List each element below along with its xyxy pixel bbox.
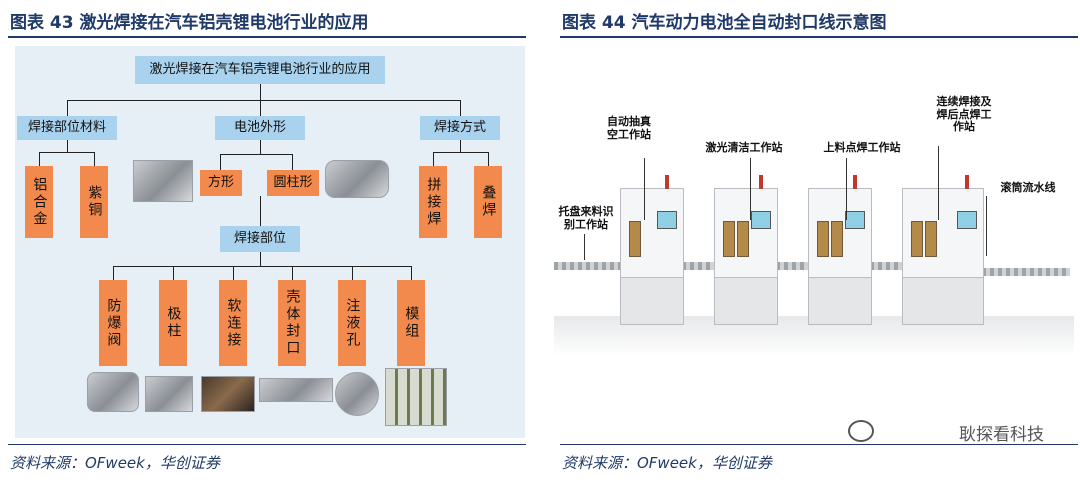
footer-rule (8, 444, 526, 445)
spot-weld-station (808, 175, 872, 325)
connector (260, 100, 261, 116)
connector (39, 152, 40, 166)
connector (292, 266, 293, 280)
connector (260, 84, 261, 100)
title-rule (560, 36, 1078, 38)
node-battery-shape: 电池外形 (215, 116, 305, 140)
connector (39, 152, 94, 153)
node-weld-method: 焊接方式 (420, 116, 500, 140)
callout-vacuum: 自动抽真空工作站 (607, 115, 651, 141)
callout-line (846, 158, 847, 220)
source-note: 资料来源：OFweek，华创证券 (562, 454, 772, 472)
node-lap-weld: 叠焊 (474, 166, 502, 238)
source-note: 资料来源：OFweek，华创证券 (10, 454, 220, 472)
cylindrical-cell-photo (325, 160, 389, 198)
node-explosion-valve: 防爆阀 (99, 280, 127, 366)
connector (220, 154, 292, 155)
connector (113, 266, 114, 280)
conveyor-segment (870, 262, 904, 270)
connector (460, 140, 461, 152)
callout-laser-clean: 激光清洁工作站 (705, 141, 783, 154)
connector (113, 266, 411, 267)
laser-clean-station (714, 175, 778, 325)
callout-line (750, 158, 751, 220)
application-diagram: 激光焊接在汽车铝壳锂电池行业的应用 焊接部位材料 电池外形 焊接方式 铝合金 紫… (15, 46, 525, 438)
connector (67, 100, 460, 101)
node-copper: 紫铜 (80, 166, 108, 238)
connector (67, 140, 68, 152)
callout-continuous-weld: 连续焊接及焊后点焊工作站 (936, 95, 992, 134)
terminal-post-photo (145, 376, 193, 412)
figure-43-title: 图表 43 激光焊接在汽车铝壳锂电池行业的应用 (10, 13, 369, 33)
sealing-line-illustration: 自动抽真空工作站 激光清洁工作站 上料点焊工作站 连续焊接及焊后点焊工作站 滚筒… (554, 46, 1074, 438)
wechat-icon (848, 420, 874, 442)
connector (94, 152, 95, 166)
conveyor-segment (682, 262, 716, 270)
callout-line (938, 146, 939, 220)
footer-rule (560, 444, 1078, 445)
callout-tray-station: 托盘来料识别工作站 (558, 205, 614, 231)
node-butt-weld: 拼接焊 (419, 166, 447, 238)
explosion-valve-photo (87, 372, 139, 412)
figure-44-title: 图表 44 汽车动力电池全自动封口线示意图 (562, 13, 887, 33)
connector (233, 266, 234, 280)
connector (433, 152, 434, 166)
node-module: 模组 (397, 280, 425, 366)
callout-roller-line: 滚筒流水线 (1000, 181, 1056, 194)
title-rule (8, 36, 526, 38)
connector (411, 266, 412, 280)
node-injection-hole: 注液孔 (338, 280, 366, 366)
connector (260, 140, 261, 154)
connector (460, 100, 461, 116)
watermark: 耿探看科技 (959, 425, 1044, 445)
callout-spot-weld: 上料点焊工作站 (823, 141, 901, 154)
node-weld-material: 焊接部位材料 (17, 116, 117, 140)
connector (433, 152, 488, 153)
connector (260, 252, 261, 266)
prismatic-cell-photo (133, 160, 193, 202)
node-aluminum-alloy: 铝合金 (25, 166, 53, 238)
connector (488, 152, 489, 166)
node-cylindrical: 圆柱形 (267, 170, 319, 196)
connector (292, 154, 293, 170)
node-soft-connection: 软连接 (219, 280, 247, 366)
module-photo (385, 368, 447, 426)
vacuum-station (620, 175, 684, 325)
connector (352, 266, 353, 280)
connector (67, 100, 68, 116)
soft-connection-photo (201, 376, 255, 412)
connector (260, 196, 261, 226)
continuous-weld-station (902, 175, 984, 325)
shell-seal-photo (259, 378, 333, 402)
connector (173, 266, 174, 280)
node-terminal-post: 极柱 (159, 280, 187, 366)
node-weld-part: 焊接部位 (220, 226, 300, 252)
left-panel: 图表 43 激光焊接在汽车铝壳锂电池行业的应用 激光焊接在汽车铝壳锂电池行业的应… (0, 0, 528, 483)
injection-hole-photo (335, 372, 379, 416)
right-panel: 图表 44 汽车动力电池全自动封口线示意图 自动抽真空工作站 激光清洁工作站 上… (552, 0, 1080, 483)
connector (220, 154, 221, 170)
roller-conveyor (982, 268, 1070, 276)
inlet-conveyor (554, 262, 624, 270)
root-node: 激光焊接在汽车铝壳锂电池行业的应用 (135, 56, 385, 84)
node-prismatic: 方形 (200, 170, 242, 196)
callout-line (584, 234, 585, 260)
node-shell-seal: 壳体封口 (278, 280, 306, 366)
callout-line (644, 158, 645, 220)
callout-line (986, 196, 987, 256)
conveyor-segment (776, 262, 810, 270)
